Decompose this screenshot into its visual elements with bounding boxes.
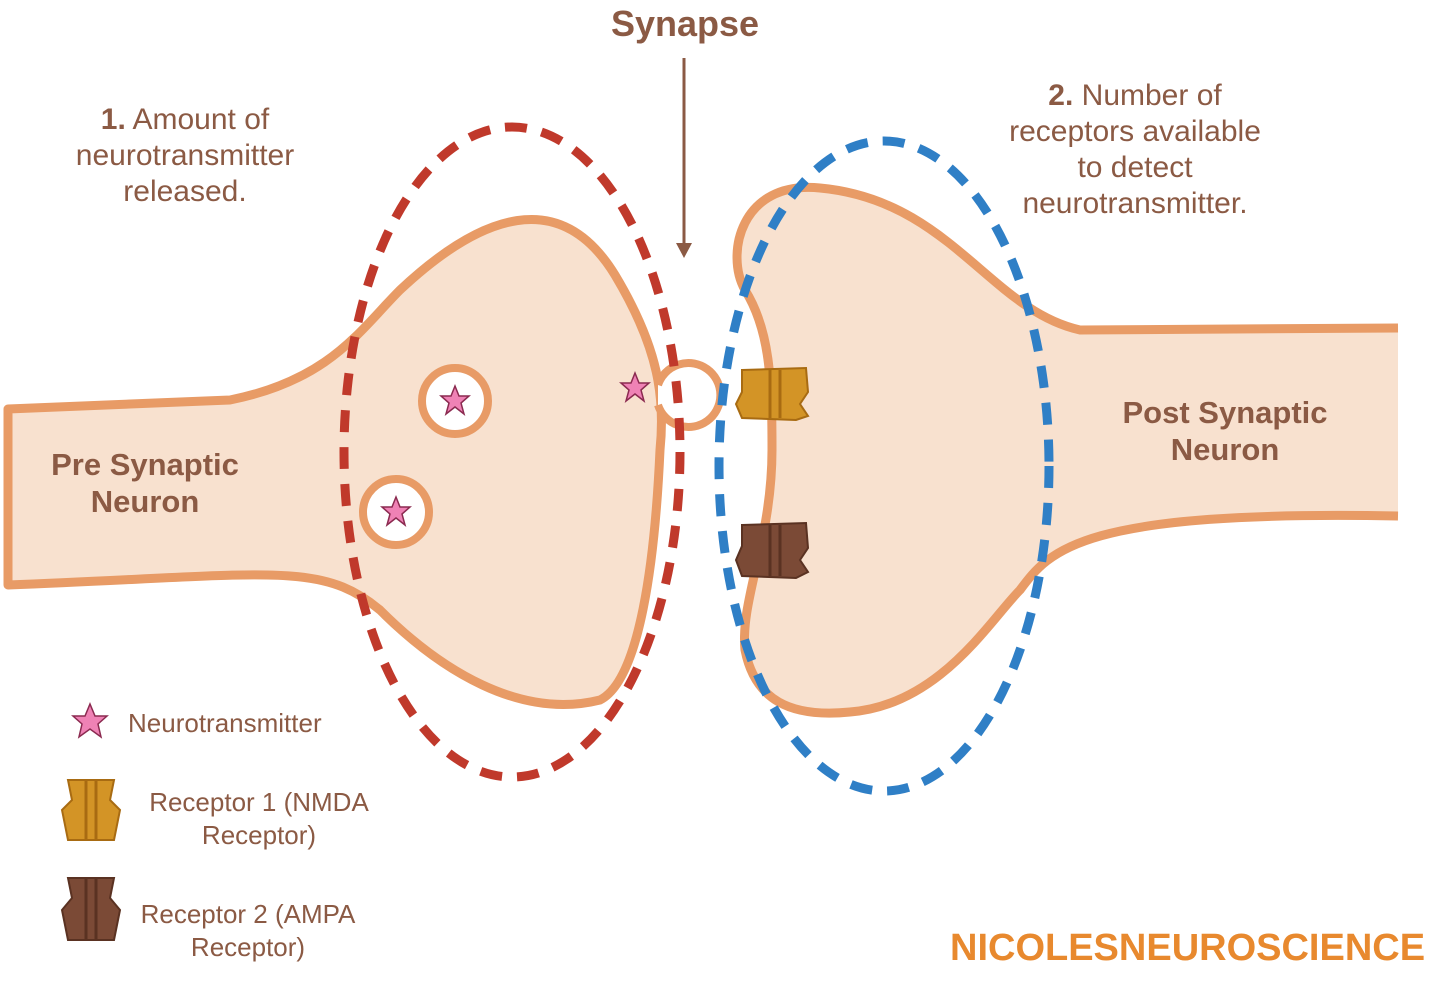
pre-synaptic-label: Pre Synaptic Neuron [20, 446, 270, 520]
point-2-line1: Number of [1081, 79, 1222, 112]
pre-synaptic-line1: Pre Synaptic [51, 447, 239, 482]
point-2-line3: to detect [1077, 151, 1193, 184]
legend-receptor-1-icon [60, 779, 122, 841]
point-2-receptors-available: 2. Number of receptors available to dete… [970, 78, 1300, 222]
vesicle [359, 475, 433, 549]
legend-receptor-1-line1: Receptor 1 (NMDA [149, 787, 369, 817]
point-1-line2: neurotransmitter [75, 139, 295, 172]
post-synaptic-line1: Post Synaptic [1122, 395, 1328, 430]
legend-receptor-2-icon [60, 877, 122, 941]
receptor-2-ampa [734, 521, 810, 580]
post-synaptic-label: Post Synaptic Neuron [1090, 394, 1360, 468]
legend-receptor-2-label: Receptor 2 (AMPA Receptor) [124, 898, 372, 963]
vesicle [418, 364, 492, 438]
post-synaptic-neuron [732, 182, 1399, 718]
point-1-amount-released: 1. Amount of neurotransmitter released. [40, 102, 330, 210]
point-1-number: 1. [100, 103, 126, 136]
point-1-line1: Amount of [132, 103, 270, 136]
neurotransmitter-icon [439, 383, 471, 416]
synapse-title: Synapse [610, 3, 760, 44]
legend-neurotransmitter-icon [71, 702, 109, 739]
postsynaptic-receptor-highlight [714, 136, 1054, 796]
receptor-1-nmda [734, 366, 810, 422]
legend-neurotransmitter-label: Neurotransmitter [128, 708, 322, 738]
watermark: NICOLESNEUROSCIENCE [950, 927, 1426, 969]
point-2-line2: receptors available [1009, 115, 1261, 148]
neurotransmitter-icon [380, 494, 412, 527]
pre-synaptic-line2: Neuron [90, 484, 200, 520]
synapse-arrow [676, 58, 692, 258]
legend-receptor-2-line2: Receptor) [190, 931, 306, 962]
point-2-number: 2. [1048, 79, 1074, 112]
neurotransmitter-icon [619, 370, 651, 403]
legend-receptor-2-line1: Receptor 2 (AMPA [140, 899, 356, 929]
legend-receptor-1-label: Receptor 1 (NMDA Receptor) [134, 786, 384, 851]
legend-receptor-1-line2: Receptor) [201, 819, 317, 850]
post-synaptic-line2: Neuron [1170, 432, 1280, 468]
point-2-line4: neurotransmitter. [1022, 187, 1248, 220]
presynaptic-release-highlight [339, 122, 685, 782]
pre-synaptic-neuron [3, 215, 667, 709]
point-1-line3: released. [123, 175, 247, 208]
